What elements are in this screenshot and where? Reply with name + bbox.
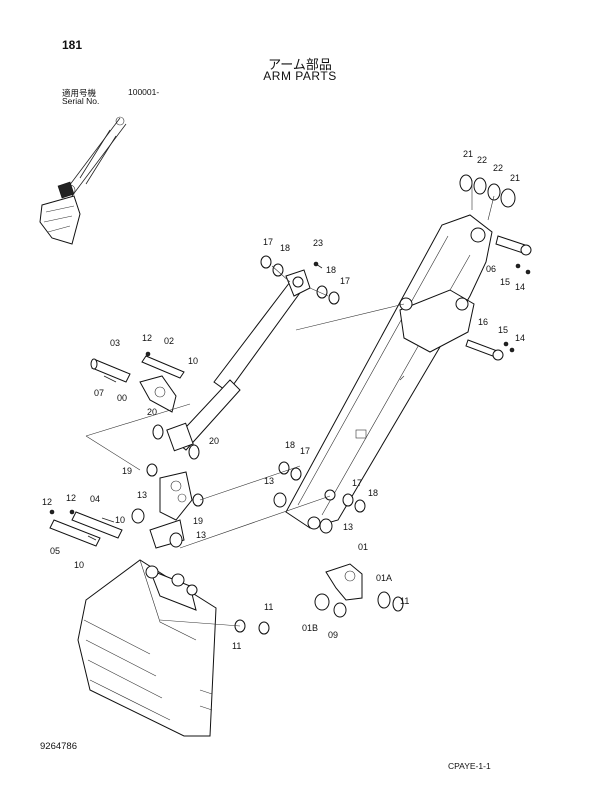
callout-11: 11 bbox=[264, 602, 273, 612]
callout-13: 13 bbox=[137, 490, 147, 500]
callout-12: 12 bbox=[142, 333, 152, 343]
bucket bbox=[77, 559, 217, 737]
page-title-japanese: アーム部品 bbox=[268, 57, 332, 72]
callout-18: 18 bbox=[280, 243, 290, 253]
page-title: ARM PARTS bbox=[263, 69, 337, 83]
callout-18: 18 bbox=[326, 265, 336, 275]
rings bbox=[131, 174, 516, 635]
callout-22: 22 bbox=[477, 155, 487, 165]
callout-13: 13 bbox=[343, 522, 353, 532]
callout-10: 10 bbox=[74, 560, 84, 570]
callout-22: 22 bbox=[493, 163, 503, 173]
callout-14: 14 bbox=[515, 333, 525, 343]
bolts bbox=[49, 261, 531, 541]
callout-06: 06 bbox=[486, 264, 496, 274]
callout-02: 02 bbox=[164, 336, 174, 346]
callout-10: 10 bbox=[188, 356, 198, 366]
page-number: 181 bbox=[62, 38, 83, 52]
callout-13: 13 bbox=[264, 476, 274, 486]
drawing-id: 9264786 bbox=[40, 741, 77, 752]
callout-12: 12 bbox=[42, 497, 52, 507]
callout-01A: 01A bbox=[376, 573, 392, 583]
callout-21: 21 bbox=[510, 173, 520, 183]
callout-11: 11 bbox=[232, 641, 241, 651]
arm-body bbox=[285, 214, 493, 530]
callout-05: 05 bbox=[50, 546, 60, 556]
callout-15: 15 bbox=[500, 277, 510, 287]
callout-19: 19 bbox=[193, 516, 203, 526]
callout-10: 10 bbox=[115, 515, 125, 525]
arm-thumbnail bbox=[39, 116, 127, 245]
bucket-cylinder bbox=[166, 269, 311, 452]
callout-03: 03 bbox=[110, 338, 120, 348]
serial-label-japanese: 適用号機 bbox=[62, 88, 97, 98]
callout-01B: 01B bbox=[302, 623, 318, 633]
callout-17: 17 bbox=[352, 478, 362, 488]
callout-17: 17 bbox=[263, 237, 273, 247]
callout-01: 01 bbox=[358, 542, 368, 552]
callout-16: 16 bbox=[478, 317, 488, 327]
callout-23: 23 bbox=[313, 238, 323, 248]
callout-17: 17 bbox=[300, 446, 310, 456]
callout-14: 14 bbox=[515, 282, 525, 292]
callout-00: 00 bbox=[117, 393, 127, 403]
link-01 bbox=[325, 563, 363, 601]
callout-18: 18 bbox=[368, 488, 378, 498]
assembly-lines bbox=[85, 180, 495, 627]
callout-12: 12 bbox=[66, 493, 76, 503]
callouts: 21 22 22 21 06 15 14 16 15 14 17 18 23 1… bbox=[42, 149, 525, 651]
sheet-code: CPAYE-1-1 bbox=[448, 761, 491, 771]
callout-07: 07 bbox=[94, 388, 104, 398]
callout-18: 18 bbox=[285, 440, 295, 450]
callout-04: 04 bbox=[90, 494, 100, 504]
callout-17: 17 bbox=[340, 276, 350, 286]
serial-value: 100001- bbox=[128, 87, 160, 97]
callout-13: 13 bbox=[196, 530, 206, 540]
callout-20: 20 bbox=[147, 407, 157, 417]
callout-11: 11 bbox=[400, 596, 409, 606]
pins bbox=[49, 235, 532, 547]
callout-15: 15 bbox=[498, 325, 508, 335]
serial-label: Serial No. bbox=[62, 96, 100, 106]
callout-19: 19 bbox=[122, 466, 132, 476]
callout-20: 20 bbox=[209, 436, 219, 446]
callout-21: 21 bbox=[463, 149, 473, 159]
callout-09: 09 bbox=[328, 630, 338, 640]
